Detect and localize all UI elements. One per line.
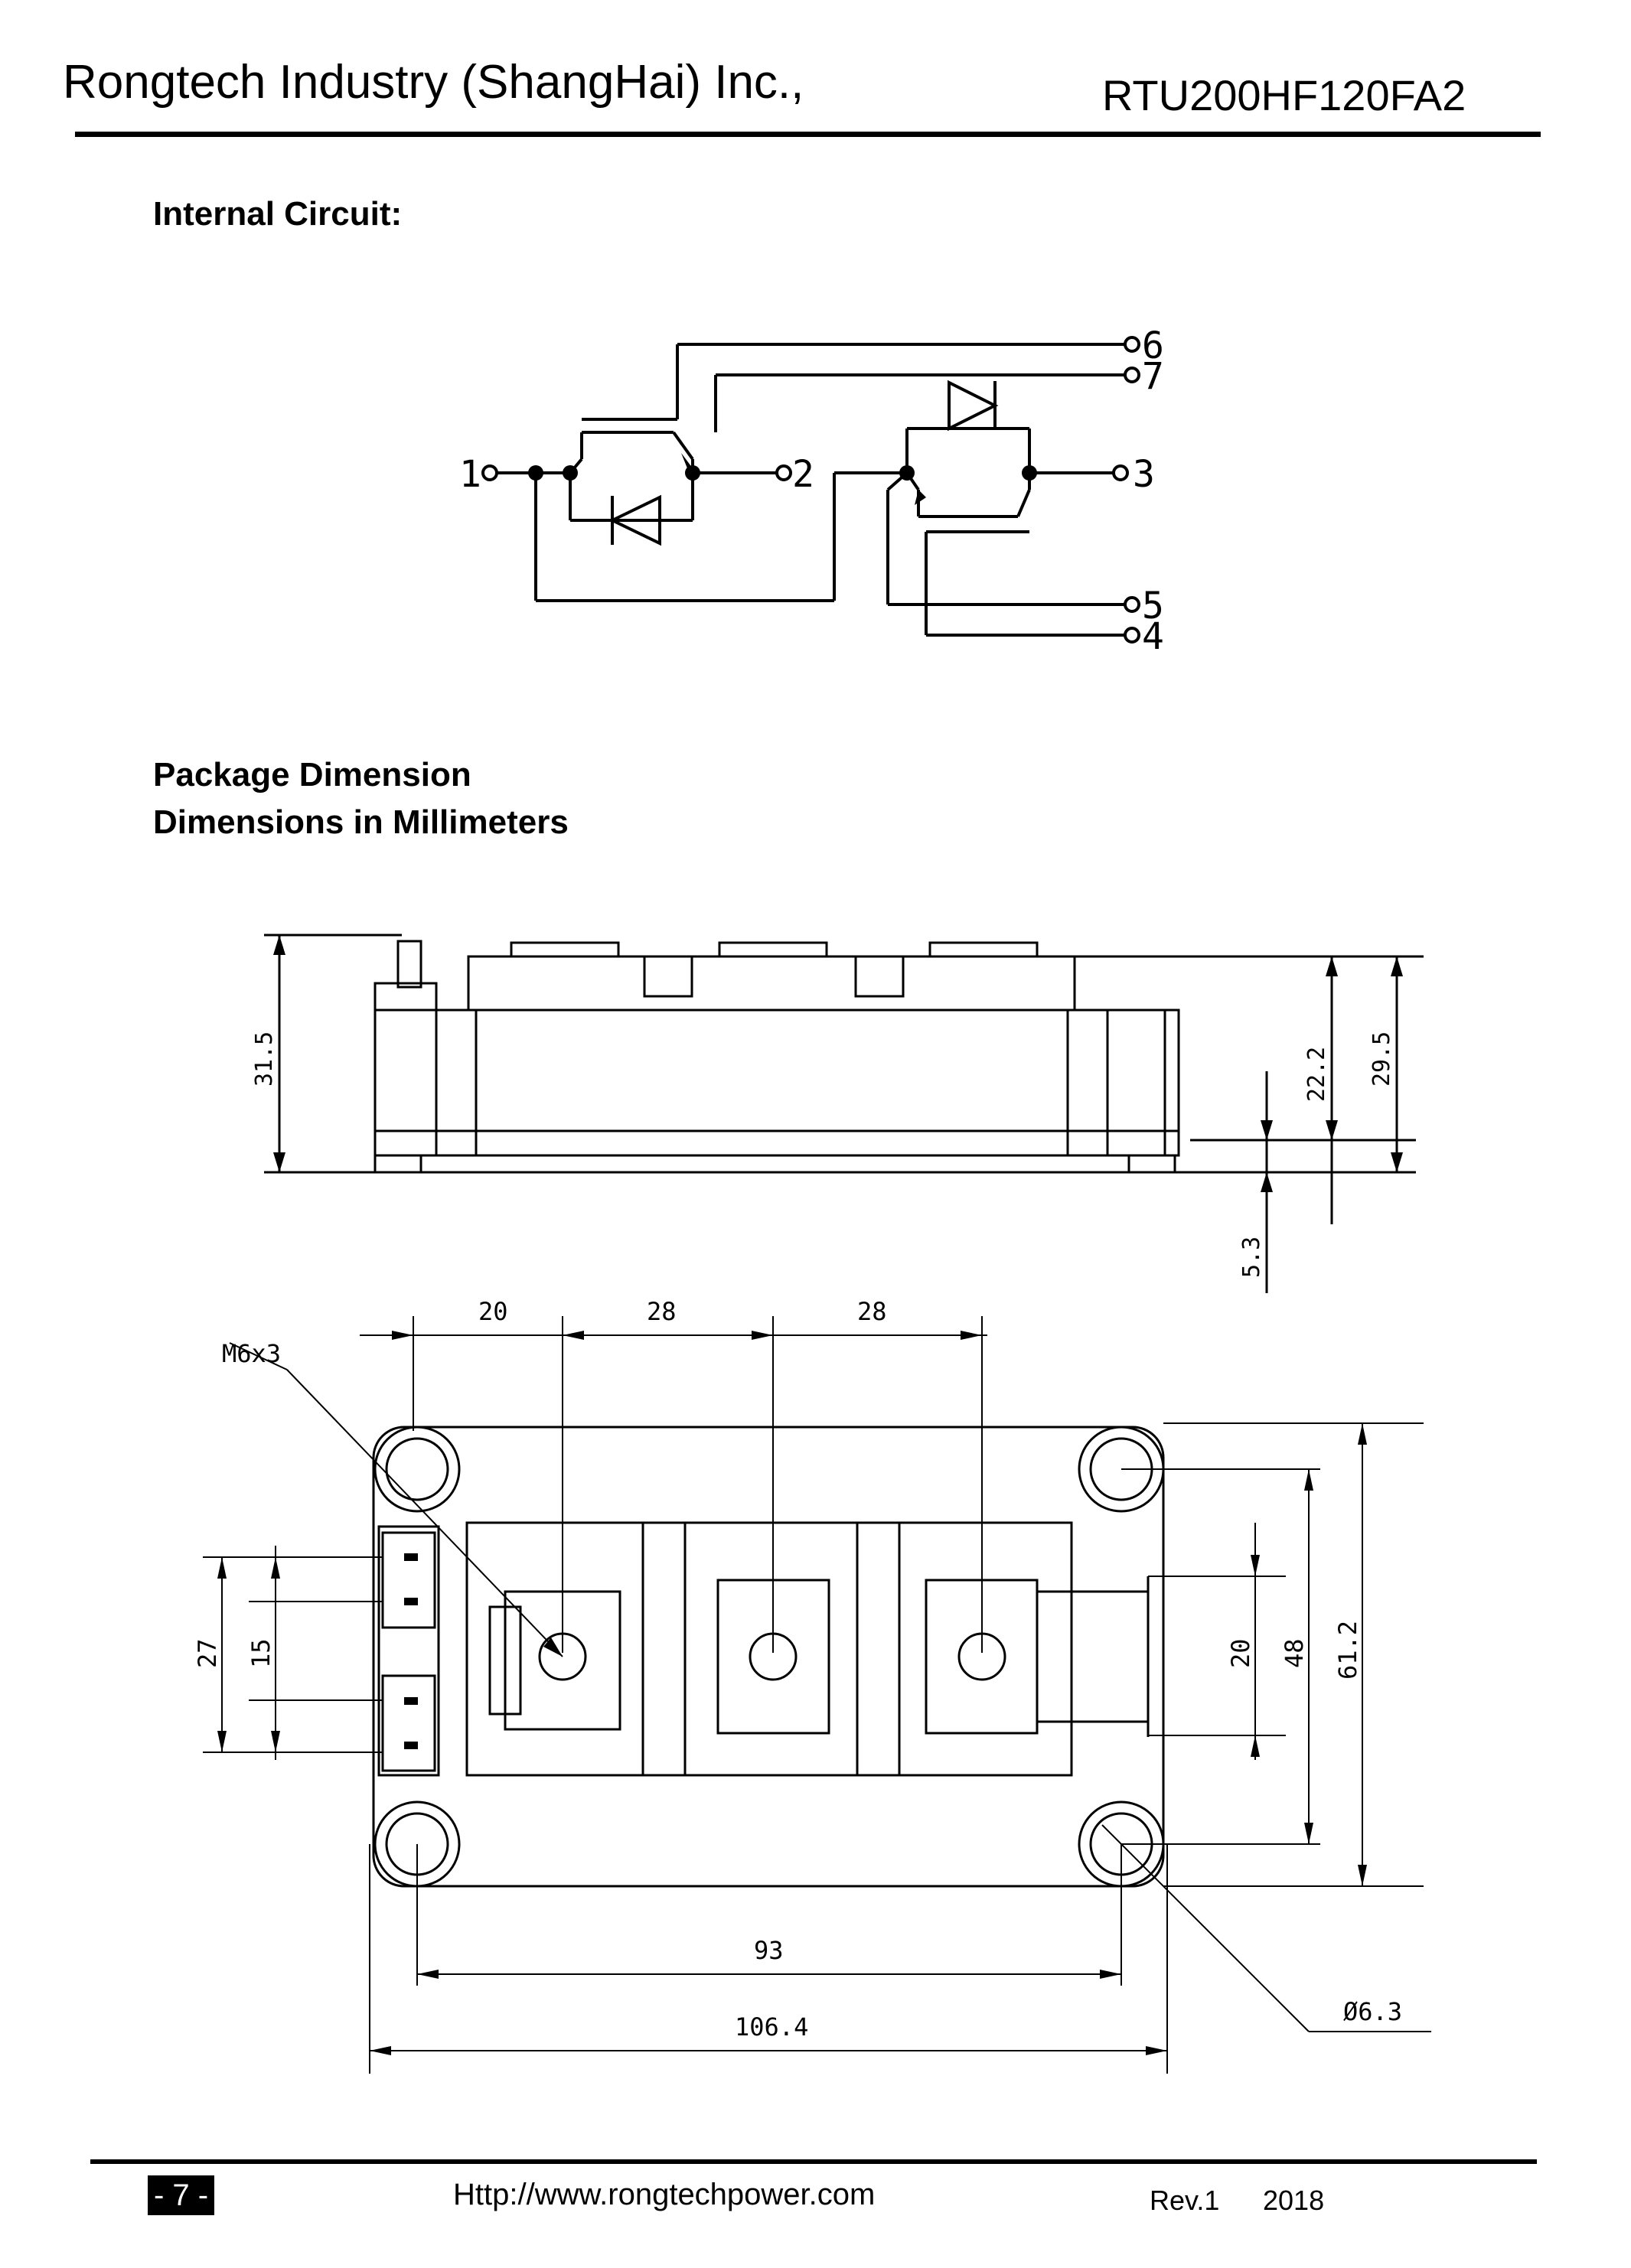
terminal-4: 4 xyxy=(1142,615,1164,658)
dim-side-5-3: 5.3 xyxy=(1238,1237,1265,1278)
terminal-2: 2 xyxy=(792,453,814,496)
terminal-7: 7 xyxy=(1142,355,1164,398)
dim-overall-106-4: 106.4 xyxy=(735,2012,808,2042)
footer-revision: Rev.1 xyxy=(1150,2185,1220,2216)
side-view-drawing xyxy=(264,934,1424,1293)
footer-rule xyxy=(90,2159,1537,2164)
top-view-drawing xyxy=(372,1426,1165,1888)
terminal-5: 5 xyxy=(1142,585,1164,627)
dim-right-61-2: 61.2 xyxy=(1333,1621,1362,1680)
dim-hole-diameter: Ø6.3 xyxy=(1343,1997,1402,2026)
dimensions-unit-heading: Dimensions in Millimeters xyxy=(153,803,569,841)
footer-year: 2018 xyxy=(1263,2185,1325,2216)
company-name: Rongtech Industry (ShangHai) Inc., xyxy=(63,56,804,109)
dim-side-22-2: 22.2 xyxy=(1303,1047,1330,1102)
part-number: RTU200HF120FA2 xyxy=(1102,71,1466,119)
dim-right-20: 20 xyxy=(1226,1638,1255,1668)
dim-side-29-5: 29.5 xyxy=(1368,1031,1395,1087)
dim-hole-spacing-93: 93 xyxy=(754,1936,784,1965)
page-number: - 7 - xyxy=(148,2175,215,2215)
terminal-1: 1 xyxy=(459,453,481,496)
terminal-6: 6 xyxy=(1142,324,1164,367)
dim-pitch-28-a: 28 xyxy=(647,1297,677,1326)
header-rule xyxy=(75,132,1541,137)
dim-screw-m6x3: M6x3 xyxy=(222,1339,281,1368)
dim-pitch-28-b: 28 xyxy=(857,1297,887,1326)
footer-url[interactable]: Http://www.rongtechpower.com xyxy=(453,2178,876,2211)
dim-right-48: 48 xyxy=(1280,1638,1309,1668)
terminal-3: 3 xyxy=(1133,453,1155,496)
dim-pitch-20: 20 xyxy=(478,1297,508,1326)
internal-circuit-heading: Internal Circuit: xyxy=(153,195,403,233)
dim-side-31-5: 31.5 xyxy=(251,1031,278,1087)
dim-aux-27: 27 xyxy=(193,1638,222,1668)
dim-aux-15: 15 xyxy=(246,1638,276,1668)
package-dimension-heading: Package Dimension xyxy=(153,756,471,793)
